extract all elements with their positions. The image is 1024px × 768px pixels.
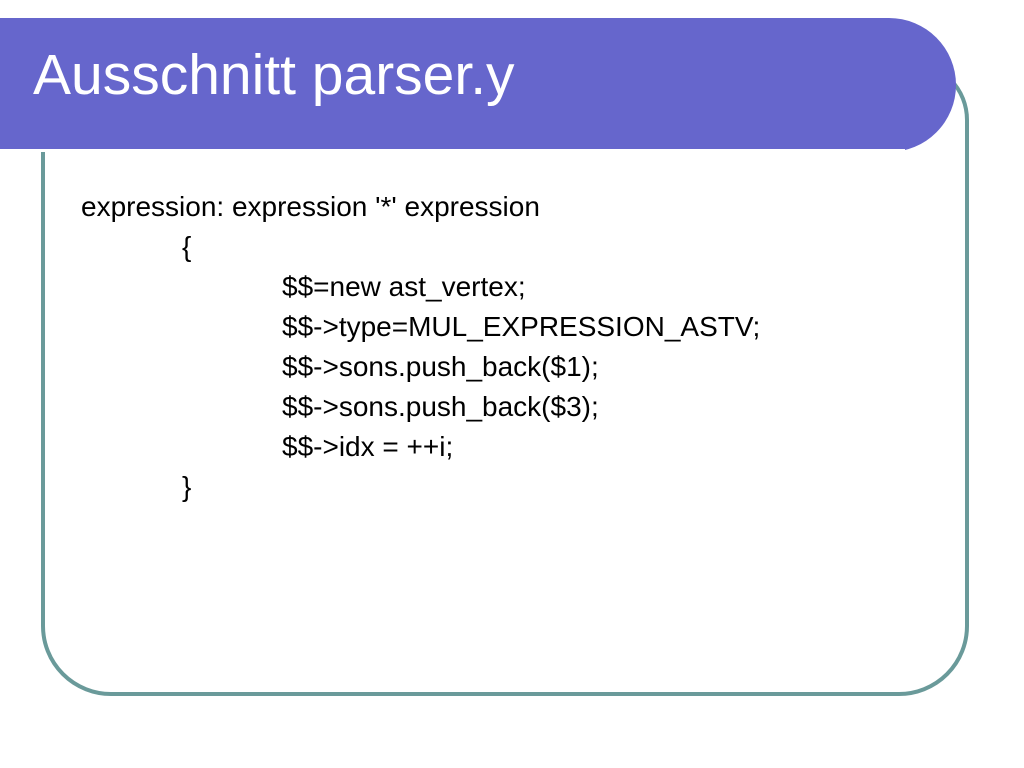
code-line: } [182,471,192,502]
title-band [0,18,956,152]
slide-title: Ausschnitt parser.y [33,43,515,107]
code-line: expression: expression '*' expression [81,191,540,222]
code-line: $$->sons.push_back($3); [282,391,599,422]
code-line: { [182,231,192,262]
code-line: $$->sons.push_back($1); [282,351,599,382]
title-underline [0,149,905,152]
code-line: $$->idx = ++i; [282,431,454,462]
code-block: expression: expression '*' expression { … [81,187,760,507]
code-line: $$=new ast_vertex; [282,271,526,302]
code-line: $$->type=MUL_EXPRESSION_ASTV; [282,311,761,342]
content-frame [41,60,969,696]
